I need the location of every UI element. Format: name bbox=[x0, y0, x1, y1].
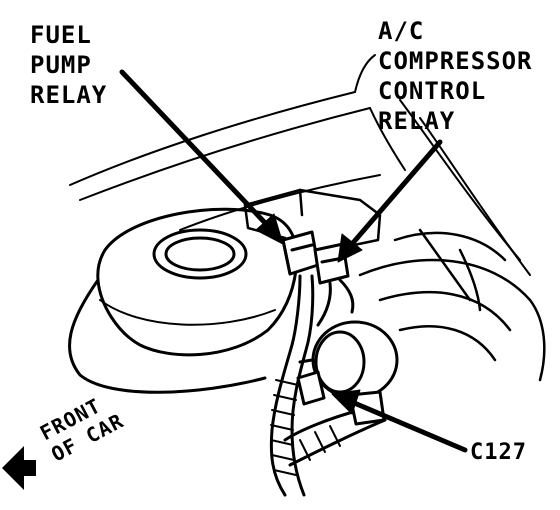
leader-arrows bbox=[119, 69, 468, 453]
fuel-pump-relay bbox=[281, 230, 320, 276]
fuel-pump-relay-arrow bbox=[119, 69, 271, 229]
harness-wrap bbox=[270, 379, 341, 476]
blower-motor bbox=[298, 320, 399, 400]
engine-block bbox=[358, 228, 546, 382]
c127-arrowhead bbox=[331, 389, 361, 415]
ac-relay-arrow bbox=[349, 139, 443, 247]
fuel-pump-relay-label: FUEL PUMP RELAY bbox=[30, 21, 108, 109]
shock-tower bbox=[68, 207, 299, 394]
c127-connector bbox=[296, 370, 386, 426]
fender-lines bbox=[69, 54, 531, 276]
ac-relay-arrowhead bbox=[337, 233, 363, 263]
front-of-car-arrow bbox=[2, 446, 36, 490]
c127-arrow bbox=[349, 399, 468, 453]
ac-compressor-control-relay-label: A/C COMPRESSOR CONTROL RELAY bbox=[378, 17, 533, 135]
fuel-pump-relay-arrowhead bbox=[255, 213, 284, 245]
c127-connector-label: C127 bbox=[470, 440, 527, 465]
